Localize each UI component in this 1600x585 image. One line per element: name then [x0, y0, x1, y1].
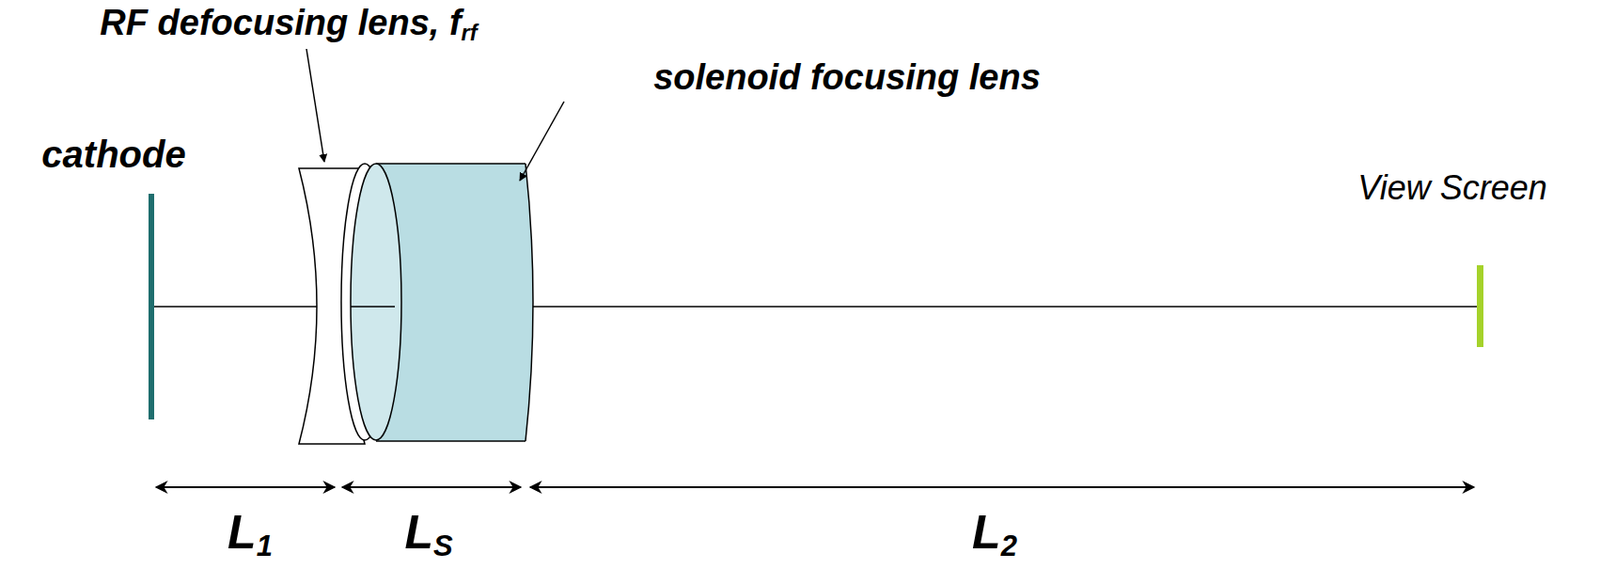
- solenoid-label: solenoid focusing lens: [653, 59, 1041, 95]
- cathode-label: cathode: [41, 135, 186, 173]
- solenoid-back-edge: [525, 163, 534, 441]
- leader-line: [306, 48, 325, 162]
- dimension-label: LS: [404, 508, 453, 556]
- dimension-arrow: [530, 486, 1475, 488]
- dimension-arrow: [156, 486, 335, 488]
- dimension-label: L1: [227, 508, 273, 556]
- solenoid-front-face: [350, 163, 402, 440]
- leader-line: [519, 101, 565, 181]
- cathode-plate: [148, 193, 155, 420]
- dimension-arrow: [342, 486, 521, 488]
- view-screen: [1476, 265, 1484, 347]
- dimension-label: L2: [972, 508, 1018, 556]
- beam-axis: [153, 305, 1480, 308]
- screen-label: View Screen: [1357, 171, 1547, 205]
- lens-label: RF defocusing lens, frf: [99, 4, 477, 41]
